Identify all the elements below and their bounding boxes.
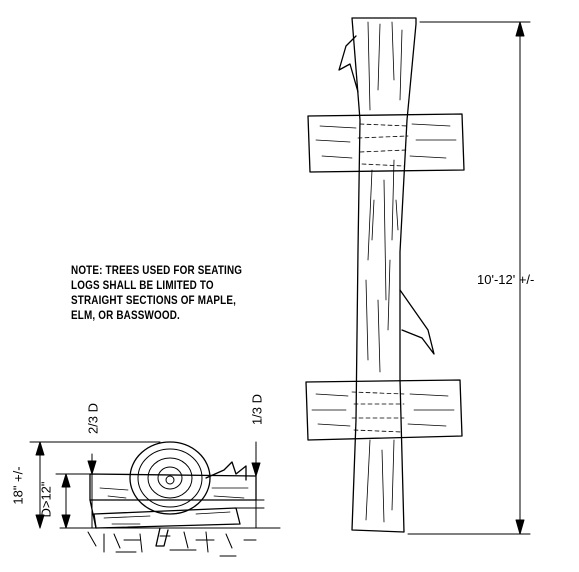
seating-log (29, 441, 281, 557)
log-branch (205, 461, 247, 481)
tall-log (305, 17, 531, 535)
lower-cross-board (305, 379, 463, 441)
lower-board-grain (311, 393, 455, 427)
upper-cut-label: 2/3 D (85, 402, 101, 435)
log-grain (99, 487, 249, 525)
log-end-rings (129, 441, 211, 515)
note-line: NOTE: TREES USED FOR SEATING (71, 265, 243, 277)
upper-cross-board (307, 113, 465, 173)
note-line: LOGS SHALL BE LIMITED TO (71, 280, 214, 292)
height-dimension (29, 441, 161, 529)
log-length-label: 10'-12' +/- (477, 272, 535, 287)
lower-cut-label: 1/3 D (249, 393, 265, 426)
note-line: ELM, OR BASSWOOD. (71, 310, 180, 322)
ground-line (59, 527, 281, 557)
seat-height-label: 18" +/- (10, 466, 26, 505)
tall-log-grain (365, 21, 403, 523)
upper-board-hidden (357, 123, 409, 167)
lower-cut-dimension (235, 441, 265, 529)
lower-board-hidden (351, 391, 405, 433)
upper-board-grain (315, 123, 457, 159)
note-line: STRAIGHT SECTIONS OF MAPLE, (71, 295, 237, 307)
diameter-label: D>12" (38, 481, 54, 518)
tall-log-outline (351, 17, 417, 533)
tall-log-branch-lower (399, 289, 435, 355)
upper-cut-dimension (87, 453, 97, 529)
length-dimension (407, 21, 531, 535)
tall-log-branch-upper (338, 35, 359, 93)
specification-note: NOTE: TREES USED FOR SEATING LOGS SHALL … (71, 264, 269, 324)
diameter-dimension (55, 473, 93, 529)
log-body-front (93, 507, 241, 529)
